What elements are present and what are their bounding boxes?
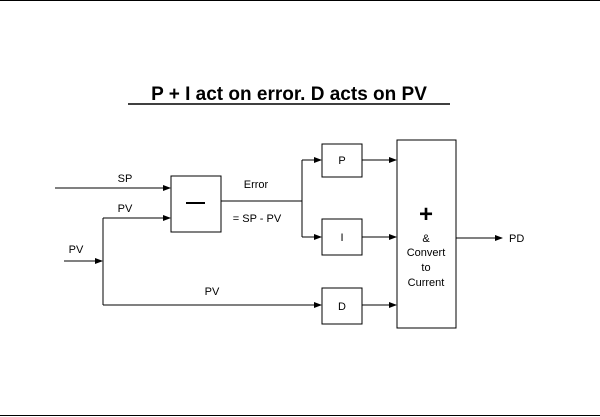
plus-sign-icon: +: [419, 201, 433, 228]
pv-bottom-label: PV: [205, 286, 220, 298]
error-label: Error: [244, 179, 269, 191]
diagram-title: P + I act on error. D acts on PV: [151, 84, 427, 105]
summer-block: [396, 139, 457, 329]
summer-line-3: to: [421, 262, 430, 274]
output-label: PD: [509, 233, 524, 245]
i-block-label: I: [340, 232, 343, 244]
p-block: [321, 143, 363, 178]
pv-top-label: PV: [118, 203, 133, 215]
p-block-label: P: [338, 155, 345, 167]
error-equation: = SP - PV: [233, 213, 282, 225]
summer-line-1: &: [422, 233, 430, 245]
d-block: [321, 287, 363, 325]
d-block-label: D: [338, 301, 346, 313]
summer-line-4: Current: [408, 277, 445, 289]
i-block: [321, 218, 363, 256]
sp-label: SP: [118, 173, 133, 185]
summer-line-2: Convert: [407, 247, 446, 259]
pv-input-label: PV: [69, 244, 84, 256]
